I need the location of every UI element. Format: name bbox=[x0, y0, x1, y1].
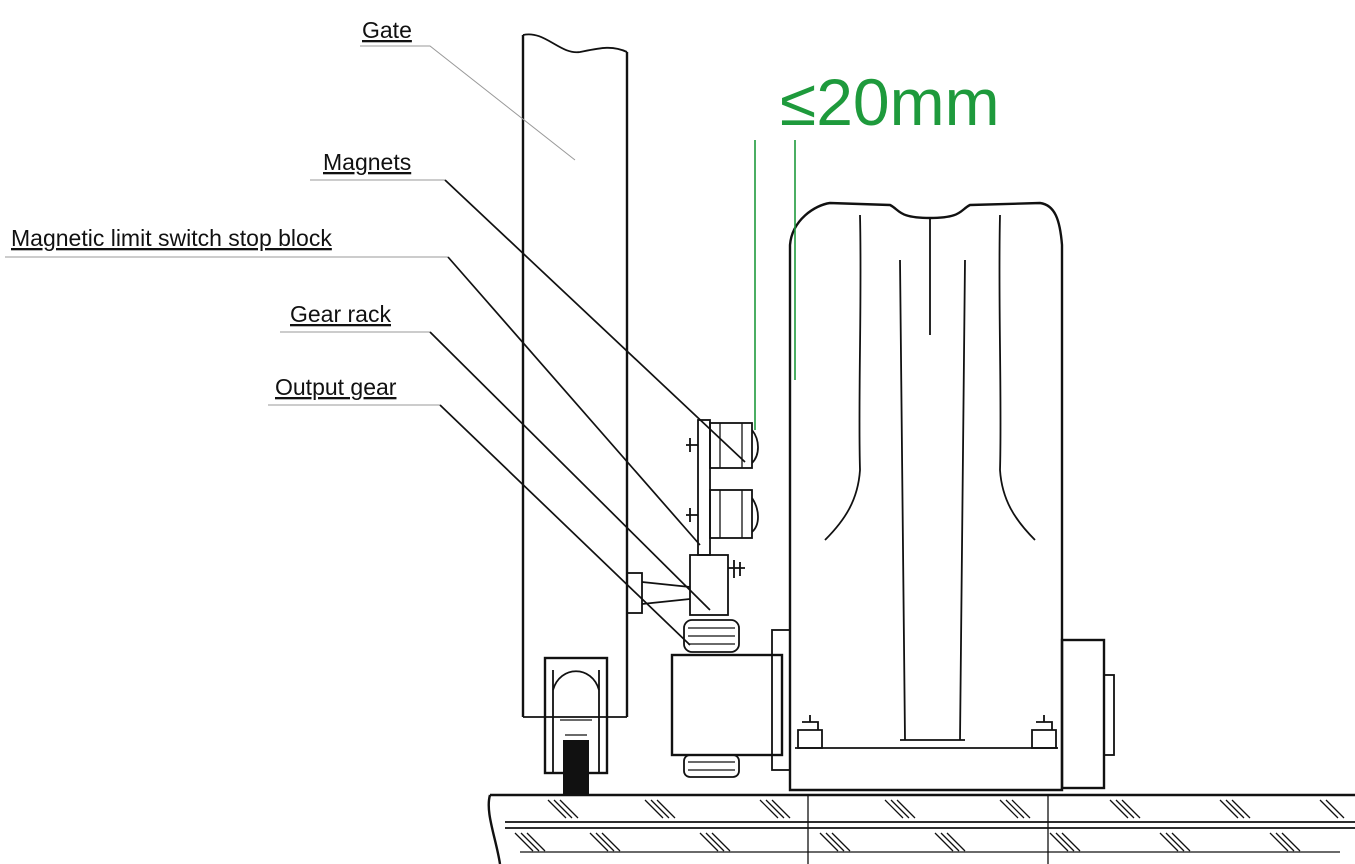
gate bbox=[521, 33, 629, 718]
label-output-gear: Output gear bbox=[275, 374, 397, 400]
clearance-dimension-text: ≤20mm bbox=[780, 65, 1000, 139]
label-stop-block: Magnetic limit switch stop block bbox=[11, 225, 332, 251]
label-gear-rack: Gear rack bbox=[290, 301, 391, 327]
label-magnets: Magnets bbox=[323, 149, 411, 175]
rack-bracket bbox=[626, 572, 691, 614]
label-gate: Gate bbox=[362, 17, 412, 43]
gate-wheel bbox=[543, 656, 609, 795]
motor-housing bbox=[788, 201, 1115, 792]
ground-base bbox=[487, 793, 1355, 864]
ground-hatching bbox=[514, 799, 1345, 852]
component-labels: Gate Magnets Magnetic limit switch stop … bbox=[11, 17, 412, 400]
leader-lines bbox=[5, 45, 746, 646]
limit-switch-assembly bbox=[686, 419, 759, 616]
clearance-dimension: ≤20mm bbox=[754, 65, 1000, 430]
output-gear bbox=[670, 619, 791, 778]
